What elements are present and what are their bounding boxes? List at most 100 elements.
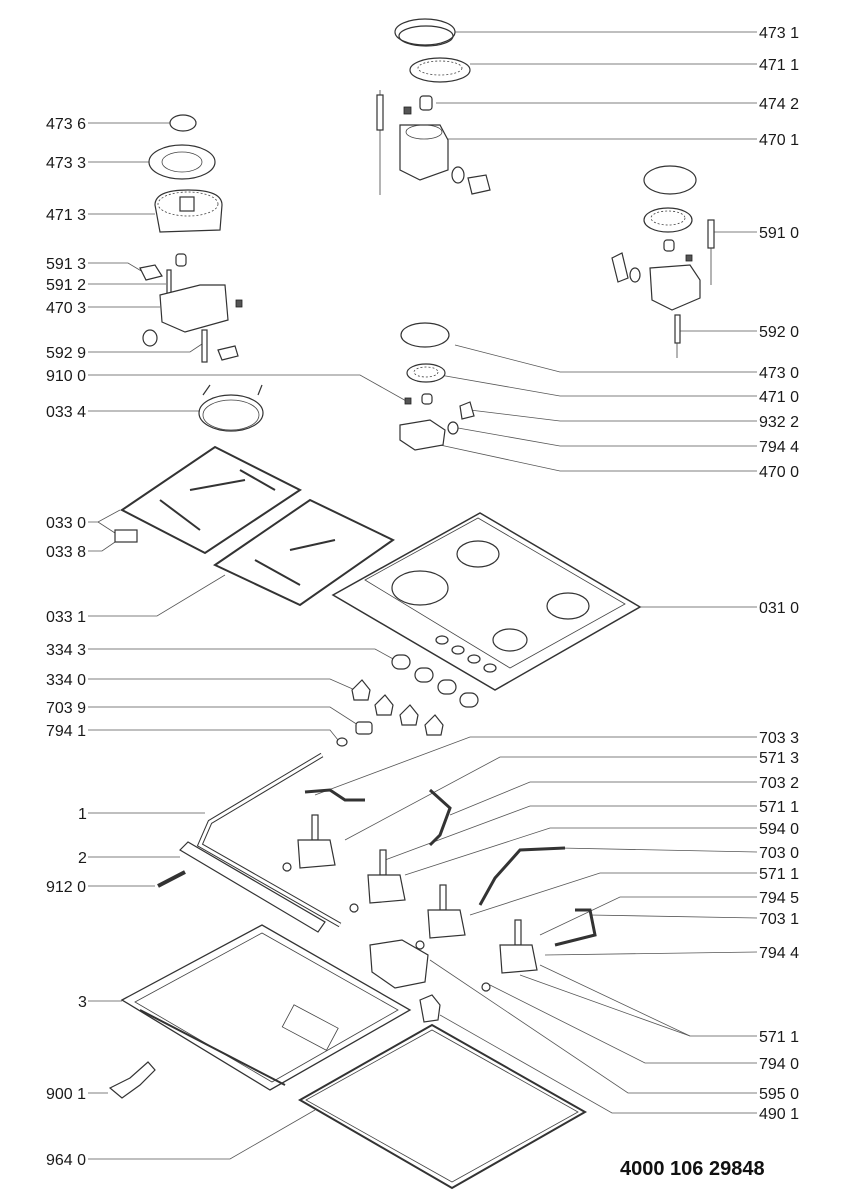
electrode-592-9 (201, 329, 208, 363)
thermocouple-pipe-703-0 (478, 846, 566, 906)
callout-703-3: 703 3 (759, 730, 799, 747)
leader-964-0 (88, 1109, 316, 1160)
pan-support-033-1 (212, 498, 395, 607)
pan-support-033-1-bar-1 (289, 539, 336, 551)
burner-crown-471-3-center (179, 196, 195, 212)
nut-left (142, 329, 158, 347)
callout-591-2: 591 2 (46, 277, 86, 294)
burner-cap-right (643, 165, 697, 195)
hob-burner-hole-front (492, 628, 528, 652)
burner-body-470-0 (399, 419, 446, 451)
callout-473-3: 473 3 (46, 155, 86, 172)
leader-571-1b (469, 872, 757, 916)
hob-top-outline (331, 512, 642, 691)
callout-703-1: 703 1 (759, 911, 799, 928)
callout-473-0: 473 0 (759, 365, 799, 382)
leader-033-1 (88, 574, 226, 617)
pan-support-033-0 (120, 445, 302, 555)
clip-932-2 (459, 401, 475, 420)
callout-470-0: 470 0 (759, 464, 799, 481)
screw-left (235, 299, 243, 308)
callout-033-1: 033 1 (46, 609, 86, 626)
ignition-module-595-0 (369, 939, 429, 989)
callout-591-0: 591 0 (759, 225, 799, 242)
clip-top (467, 174, 491, 195)
leader-594-0 (404, 827, 757, 876)
burner-body-470-1-rim (405, 124, 443, 140)
callout-964-0: 964 0 (46, 1152, 86, 1169)
knob-4 (459, 692, 479, 708)
gas-valves (297, 788, 597, 974)
callout-703-9: 703 9 (46, 700, 86, 717)
burner-crown-right-teeth (650, 210, 686, 226)
seal-gasket-inner (305, 1029, 579, 1183)
leader-910-0 (88, 374, 409, 403)
hob-knob-hole-2 (451, 645, 465, 655)
injector-474-2 (419, 95, 433, 111)
callout-591-3: 591 3 (46, 256, 86, 273)
leader-703-9 (88, 706, 359, 726)
callout-594-0: 594 0 (759, 821, 799, 838)
callout-471-1: 471 1 (759, 57, 799, 74)
leader-703-1 (589, 914, 758, 919)
pan-support-033-1-bar-2 (254, 559, 301, 586)
knob-2 (414, 667, 434, 683)
rubber-foot-033-8 (114, 529, 138, 543)
o-ring-top (451, 166, 465, 184)
seal-gasket-outer (297, 1023, 588, 1190)
burner-assembly-top (376, 18, 491, 195)
leader-591-3 (88, 262, 149, 276)
knob-adapters-334-0 (351, 679, 444, 736)
wok-ring-inner (202, 399, 260, 431)
leader-033-8 (88, 539, 119, 552)
callout-033-4: 033 4 (46, 404, 86, 421)
burner-crown-471-3-teeth (157, 191, 219, 217)
knob-adapter-3 (399, 704, 419, 726)
leader-033-0a (88, 509, 121, 523)
gas-valve-1-body (297, 839, 336, 869)
burner-cap-473-1 (394, 18, 456, 46)
callout-2: 2 (78, 850, 87, 867)
leader-932-2 (469, 409, 757, 422)
leader-571-1c-a (539, 964, 757, 1037)
burner-crown-471-0 (406, 363, 446, 383)
burner-body-470-3 (159, 284, 229, 333)
seal-gasket-490-1 (297, 1023, 588, 1190)
clip-591-3 (139, 264, 163, 281)
o-ring-right (629, 267, 641, 283)
injector-right (663, 239, 675, 252)
hob-knob-hole-4 (483, 663, 497, 673)
bottom-tray-opening (281, 1004, 339, 1051)
gas-valve-3-body (427, 909, 466, 939)
washer-b (349, 903, 359, 913)
callout-794-4: 794 4 (759, 439, 799, 456)
leader-794-0 (489, 984, 757, 1064)
callout-473-1: 473 1 (759, 25, 799, 42)
callout-571-1-b: 571 1 (759, 866, 799, 883)
callout-334-3: 334 3 (46, 642, 86, 659)
hob-knob-hole-3 (467, 654, 481, 664)
thermocouple-pipe-703-2 (428, 788, 452, 847)
gas-valve-4-stem (514, 919, 522, 946)
callout-794-1: 794 1 (46, 723, 86, 740)
gas-valve-4 (499, 908, 597, 974)
leader-703-3 (314, 736, 757, 796)
pan-support-033-0-bar-2 (159, 499, 201, 531)
knob-adapter-1 (351, 679, 371, 701)
leader-490-1 (439, 1014, 757, 1114)
callout-031-0: 031 0 (759, 600, 799, 617)
wok-ring-033-4 (198, 384, 264, 432)
injector-middle (421, 393, 433, 405)
fixing-clamp-900-1 (108, 1061, 156, 1099)
burner-cap-ring-473-3 (148, 144, 216, 180)
callout-794-0: 794 0 (759, 1056, 799, 1073)
callout-474-2: 474 2 (759, 96, 799, 113)
callout-471-0: 471 0 (759, 389, 799, 406)
burner-assembly-left (139, 114, 243, 363)
gas-valve-2-body (367, 874, 406, 904)
callout-910-0: 910 0 (46, 368, 86, 385)
knob-adapter-4 (424, 714, 444, 736)
clip-left-bottom (217, 345, 239, 361)
gas-valve-3-stem (439, 884, 447, 911)
